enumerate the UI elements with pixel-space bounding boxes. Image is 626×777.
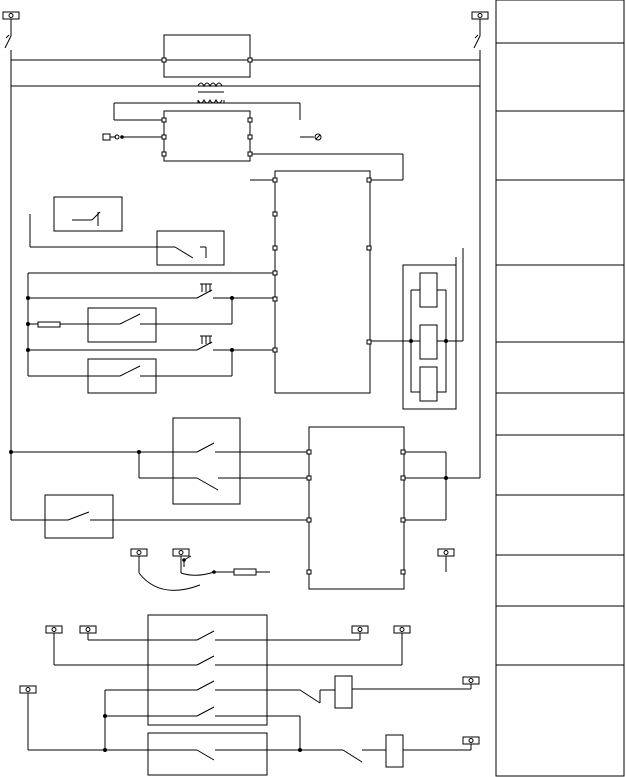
relay-contact-1 [87, 307, 232, 343]
push-button-1 [200, 283, 212, 292]
motor-controller [306, 426, 480, 590]
legend-table [495, 0, 625, 777]
relay-contact-2 [28, 358, 232, 394]
main-bus [10, 59, 481, 520]
relay-mid [9, 417, 307, 505]
sensor-terminal-left [102, 133, 162, 141]
breaker-left [4, 34, 12, 60]
contactor-lowest [27, 693, 386, 776]
coil-2 [385, 734, 472, 768]
contactor-bottom [53, 614, 403, 750]
push-button-2 [200, 335, 212, 344]
terminal-right-mid [437, 548, 455, 572]
bottom-terminals [19, 625, 480, 745]
terminal-top-right [471, 11, 489, 36]
probe-terminals [130, 548, 270, 591]
fuse-1 [28, 321, 120, 328]
relay-low [11, 494, 307, 539]
transformer [113, 82, 301, 120]
thermostat-switch-2 [30, 230, 225, 266]
terminal-top-left [2, 11, 20, 36]
breaker-right [473, 34, 481, 60]
logic-board [250, 170, 372, 394]
coil-1 [320, 675, 472, 709]
thermostat-switch-1 [29, 196, 123, 247]
sensor-terminal-right [300, 133, 322, 141]
contactor-top [161, 34, 253, 78]
heater-bank [371, 248, 464, 410]
controller-module [114, 110, 404, 181]
